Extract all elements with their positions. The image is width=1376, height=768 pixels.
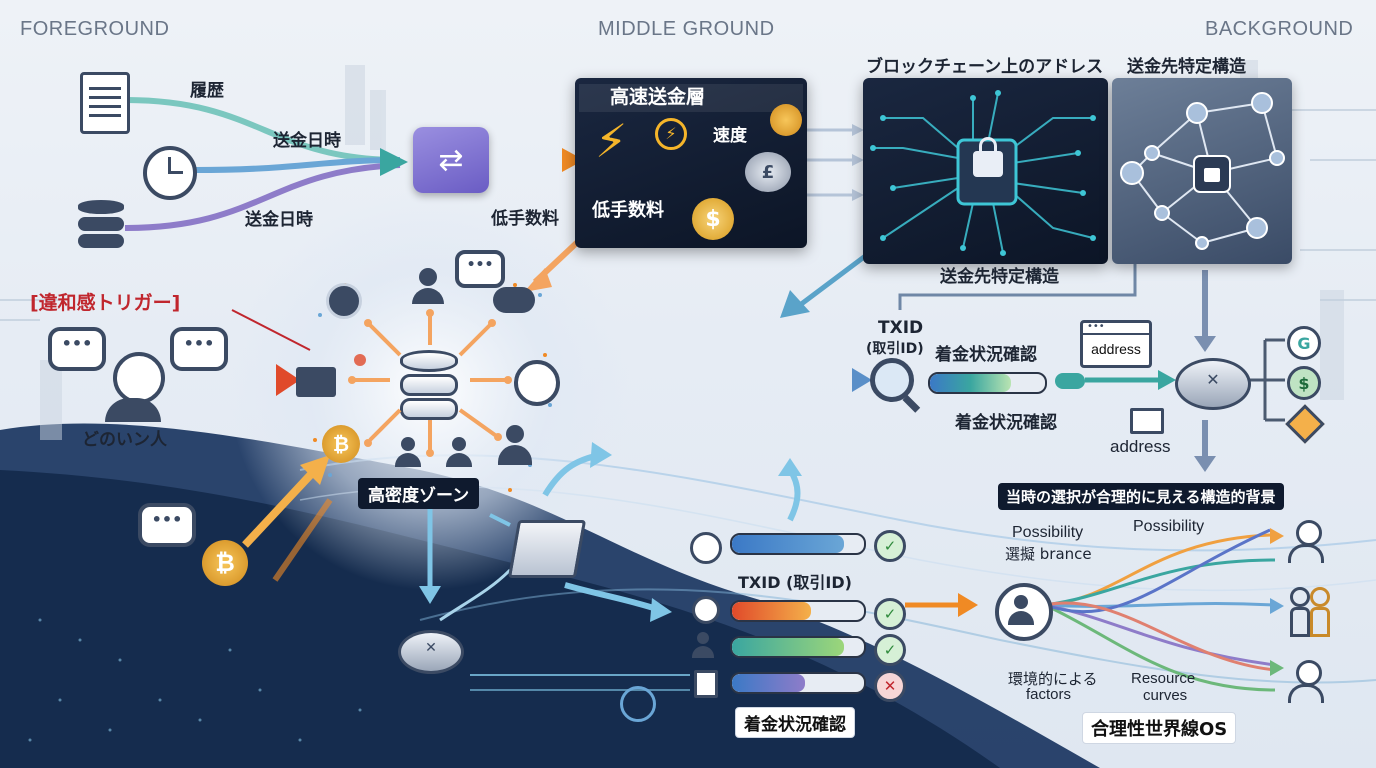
foreground-header: FOREGROUND	[20, 18, 170, 40]
cross-icon: ✕	[874, 670, 906, 702]
txid-sub: (取引ID)	[866, 341, 924, 357]
possibility-label-2: Possibility	[1133, 518, 1205, 535]
lightning-icon: ⚡	[655, 118, 687, 150]
person-icon	[995, 583, 1053, 641]
lightning-icon: ⚡	[595, 114, 628, 168]
chat-icon: •••	[48, 327, 106, 371]
txid-title: TXID	[878, 318, 924, 338]
check-icon: ✓	[874, 634, 906, 666]
database-icon	[400, 350, 458, 420]
rational-banner: 当時の選択が合理的に見える構造的背景	[998, 483, 1284, 510]
building-icon	[296, 367, 336, 397]
status-bar-4	[730, 672, 866, 694]
coin-icon: £	[745, 152, 791, 192]
status-txid-label: TXID (取引ID)	[738, 573, 852, 592]
zone-arrows	[308, 283, 552, 492]
possibility-label-1: Possibility	[1012, 524, 1084, 541]
env-label-2: factors	[1026, 686, 1072, 703]
cloud-icon	[493, 287, 535, 313]
low-fee-outside: 低手数料	[491, 209, 559, 229]
network-icon	[514, 360, 560, 406]
dest-structure-label: 送金先特定構造	[940, 267, 1059, 287]
person-label: どのいン人	[82, 430, 167, 450]
dense-zone-label: 高密度ゾーン	[358, 478, 480, 509]
speed-label: 速度	[713, 126, 747, 146]
send-time-label-2: 送金日時	[245, 210, 313, 230]
env-label-1: 環境的による	[1008, 670, 1098, 688]
person-icon	[412, 268, 444, 304]
resource-label-1: Resource	[1131, 670, 1196, 687]
clock-icon	[143, 146, 197, 200]
connector-pill	[1055, 373, 1085, 389]
send-time-label-1: 送金日時	[273, 131, 341, 151]
person-icon	[105, 352, 165, 422]
resource-label-2: curves	[1143, 687, 1188, 704]
person-icon	[498, 425, 532, 465]
chat-icon: •••	[138, 503, 196, 547]
family-icon	[1288, 587, 1330, 637]
status-progress-bar	[928, 372, 1047, 394]
document-icon	[694, 670, 718, 698]
dollar-icon: $	[692, 198, 734, 240]
g-icon: G	[1287, 326, 1321, 360]
money-stack-icon	[507, 520, 587, 578]
status-bar-1	[730, 533, 866, 555]
address-box-label: address	[1091, 341, 1141, 357]
os-title: 合理性世界線OS	[1082, 712, 1237, 744]
person-icon	[395, 437, 421, 467]
person-icon	[692, 632, 714, 658]
database-icon	[78, 200, 124, 256]
check-icon: ✓	[874, 530, 906, 562]
network-icon	[620, 686, 656, 722]
history-label: 履歴	[190, 81, 224, 101]
bitcoin-icon: ₿	[322, 425, 360, 463]
router-icon: ✕	[1175, 358, 1251, 410]
status-bar-2	[730, 600, 866, 622]
dollar-icon: $	[1287, 366, 1321, 400]
lock-icon	[973, 137, 1003, 177]
branch-label: 選擬 brance	[1005, 545, 1092, 563]
person-icon	[1288, 520, 1324, 564]
router-icon: ✕	[398, 630, 464, 674]
blockchain-address-title: ブロックチェーン上のアドレス	[866, 57, 1104, 77]
chat-icon: •••	[170, 327, 228, 371]
dest-structure-title: 送金先特定構造	[1127, 57, 1246, 77]
bitcoin-icon: ₿	[202, 540, 248, 586]
magnifier-icon	[692, 596, 720, 624]
status-label-1: 着金状況確認	[935, 345, 1037, 365]
magnifier-icon	[870, 358, 921, 413]
person-icon	[1288, 660, 1324, 704]
address-box: ••• address	[1080, 320, 1152, 368]
status-bar-3	[730, 636, 866, 658]
background-header: BACKGROUND	[1205, 18, 1354, 40]
middle-ground-header: MIDDLE GROUND	[598, 18, 775, 40]
status-label-2: 着金状況確認	[955, 413, 1057, 433]
trigger-label: [違和感トリガー]	[30, 292, 181, 314]
chat-icon: •••	[455, 250, 505, 288]
status-list-label: 着金状況確認	[735, 707, 855, 738]
coin-icon	[770, 104, 802, 136]
low-fee-inside: 低手数料	[592, 200, 664, 221]
fast-layer-title: 高速送金層	[610, 86, 706, 108]
exchange-icon: ⇄	[413, 127, 489, 193]
network-icon	[326, 283, 362, 319]
check-icon: ✓	[874, 598, 906, 630]
document-icon	[80, 72, 130, 134]
address-mail-label: address	[1110, 437, 1171, 456]
person-icon	[446, 437, 472, 467]
network-icon	[1120, 92, 1285, 250]
user-icon	[690, 532, 722, 564]
mail-icon	[1130, 408, 1164, 434]
